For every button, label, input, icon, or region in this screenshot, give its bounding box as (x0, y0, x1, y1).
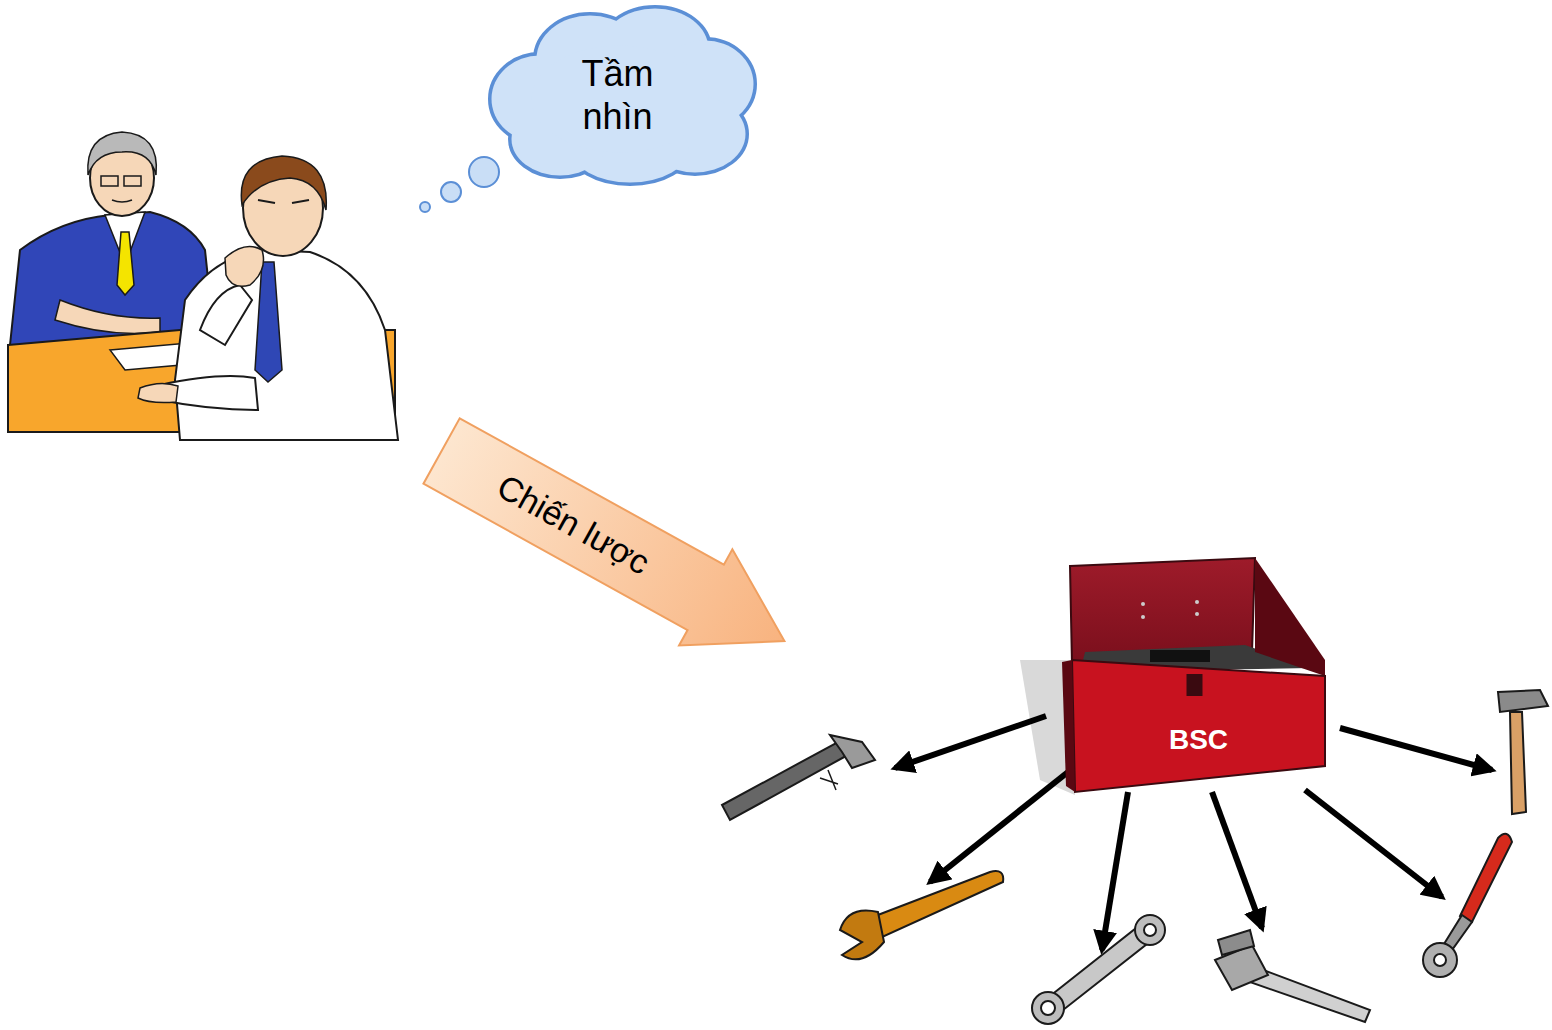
businessmen-illustration-part (292, 200, 309, 203)
toolbox-side (1062, 660, 1075, 792)
tool-icons-part (1041, 1001, 1055, 1015)
businessmen-illustration-part (112, 200, 132, 202)
businessmen-illustration-part (101, 176, 118, 186)
thought-cloud-outline-part (492, 9, 754, 183)
tool-icons-part (722, 742, 846, 820)
toolbox-latch (1187, 674, 1203, 696)
businessmen-illustration (8, 132, 398, 440)
businessmen-illustration-part (200, 285, 252, 345)
toolbox-lid (1020, 558, 1325, 795)
thought-cloud-outline (470, 4, 765, 186)
tool-arrows-part (1102, 792, 1128, 950)
tool-icons-part (820, 770, 838, 790)
tool-icons-part (1434, 954, 1446, 966)
tool-icons-part (1032, 992, 1064, 1024)
businessmen-illustration-part (258, 200, 275, 203)
cloud-fill (532, 46, 709, 153)
tool-icons-part (1218, 930, 1254, 955)
node-text: Tầm nhìn (563, 52, 673, 138)
businessmen-illustration-part (124, 176, 141, 186)
thought-bubbles-part (441, 182, 461, 202)
toolbox-lid-part (1150, 650, 1210, 662)
tool-icons-part (870, 871, 1003, 938)
businessmen-illustration-part (117, 232, 134, 295)
tool-arrows-part (1340, 728, 1492, 770)
businessmen-illustration-part (241, 156, 326, 210)
tool-arrows-part (1305, 790, 1442, 897)
tool-arrows (895, 716, 1492, 950)
block-arrow (415, 403, 811, 689)
thought-cloud-outline-part (490, 7, 755, 184)
businessmen-illustration-part (255, 262, 282, 382)
tool-icons-part (1510, 712, 1526, 814)
tool-arrows-part (1212, 792, 1262, 928)
toolbox-lid-part (1141, 615, 1145, 619)
node-text: BSC (1169, 723, 1228, 757)
node-text: Chiến lược (449, 443, 698, 606)
tool-icons-part (1460, 834, 1512, 922)
businessmen-illustration-part (225, 246, 264, 286)
businessmen-illustration-part (88, 132, 157, 175)
businessmen-illustration-part (175, 250, 398, 440)
businessmen-illustration-part (55, 300, 160, 334)
thought-bubbles-part (469, 157, 499, 187)
toolbox-lid-part (1195, 600, 1199, 604)
tool-icons-part (830, 735, 875, 768)
businessmen-illustration-part (138, 383, 178, 402)
thought-cloud: Tầm nhìn (470, 4, 765, 186)
toolbox-lid-part (1141, 602, 1145, 606)
toolbox-lid-part (1020, 660, 1075, 795)
tool-icons-part (1423, 943, 1457, 977)
toolbox-lid-part (1195, 612, 1199, 616)
toolbox: BSC (1072, 660, 1325, 792)
tool-icons-part (1144, 924, 1156, 936)
tool-icons-part (1498, 690, 1548, 712)
tool-icons-part (1135, 915, 1165, 945)
toolbox-lid-part (1255, 558, 1325, 676)
tool-icons-part (840, 910, 884, 959)
toolbox-body (1072, 660, 1325, 792)
tool-arrows-part (930, 772, 1068, 882)
tool-arrows-part (895, 716, 1046, 768)
strategy-arrow: Chiến lược (415, 403, 811, 689)
thought-bubbles-part (420, 202, 430, 212)
thought-bubbles (420, 157, 499, 212)
